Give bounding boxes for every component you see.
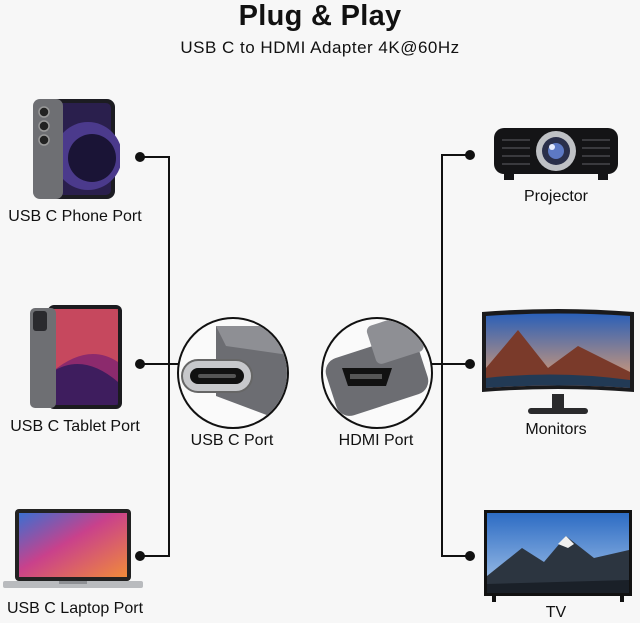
hdmi-connector-icon — [321, 317, 433, 429]
source-label-tablet: USB C Tablet Port — [10, 418, 140, 435]
laptop-icon — [3, 509, 143, 588]
source-label-laptop: USB C Laptop Port — [6, 600, 144, 617]
phone-icon — [33, 99, 120, 199]
output-label-monitors: Monitors — [525, 421, 587, 438]
hdmi-port-label: HDMI Port — [338, 432, 414, 449]
projector-icon — [494, 128, 618, 180]
tv-icon — [484, 510, 632, 602]
page-subtitle: USB C to HDMI Adapter 4K@60Hz — [180, 38, 460, 57]
usb-c-connector-icon — [177, 317, 289, 429]
tablet-icon — [30, 305, 122, 409]
output-label-projector: Projector — [523, 188, 589, 205]
monitor-icon — [482, 309, 634, 414]
page-title: Plug & Play — [238, 0, 402, 32]
output-label-tv: TV — [545, 604, 567, 621]
source-label-phone: USB C Phone Port — [8, 208, 142, 225]
usb-c-port-label: USB C Port — [190, 432, 274, 449]
